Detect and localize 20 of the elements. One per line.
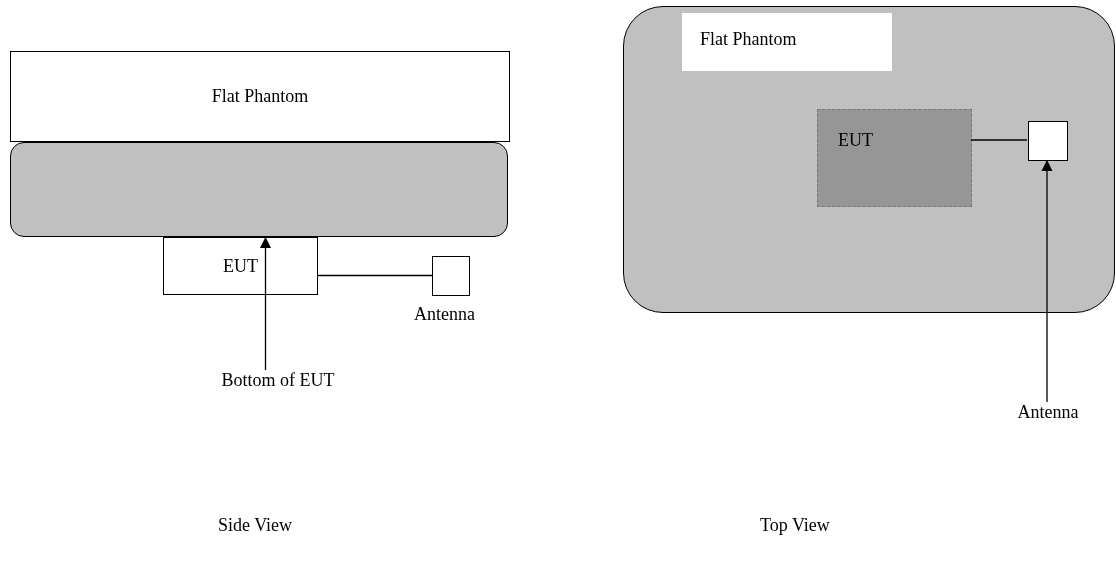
phantom-label: Flat Phantom <box>211 86 309 107</box>
device-label: EUT <box>223 255 258 277</box>
view-caption: Side View <box>218 515 293 536</box>
view-caption: Top View <box>760 515 830 536</box>
antenna-label: Antenna <box>414 304 475 325</box>
arrow <box>260 236 271 371</box>
connector-line <box>317 274 433 277</box>
panel-title: Flat Phantom <box>682 13 892 71</box>
phantom-box <box>10 51 510 142</box>
callout-text: Bottom of EUT <box>213 370 343 396</box>
arrow <box>1041 159 1053 403</box>
callout-text: Antenna <box>1010 402 1086 428</box>
device-box <box>817 109 972 207</box>
device-label: EUT <box>838 130 873 151</box>
connector-line <box>970 139 1028 141</box>
device-box <box>163 237 318 295</box>
phantom-band <box>10 142 508 237</box>
antenna-square <box>1028 121 1068 161</box>
antenna-square <box>432 256 470 296</box>
phantom-panel <box>623 6 1115 313</box>
